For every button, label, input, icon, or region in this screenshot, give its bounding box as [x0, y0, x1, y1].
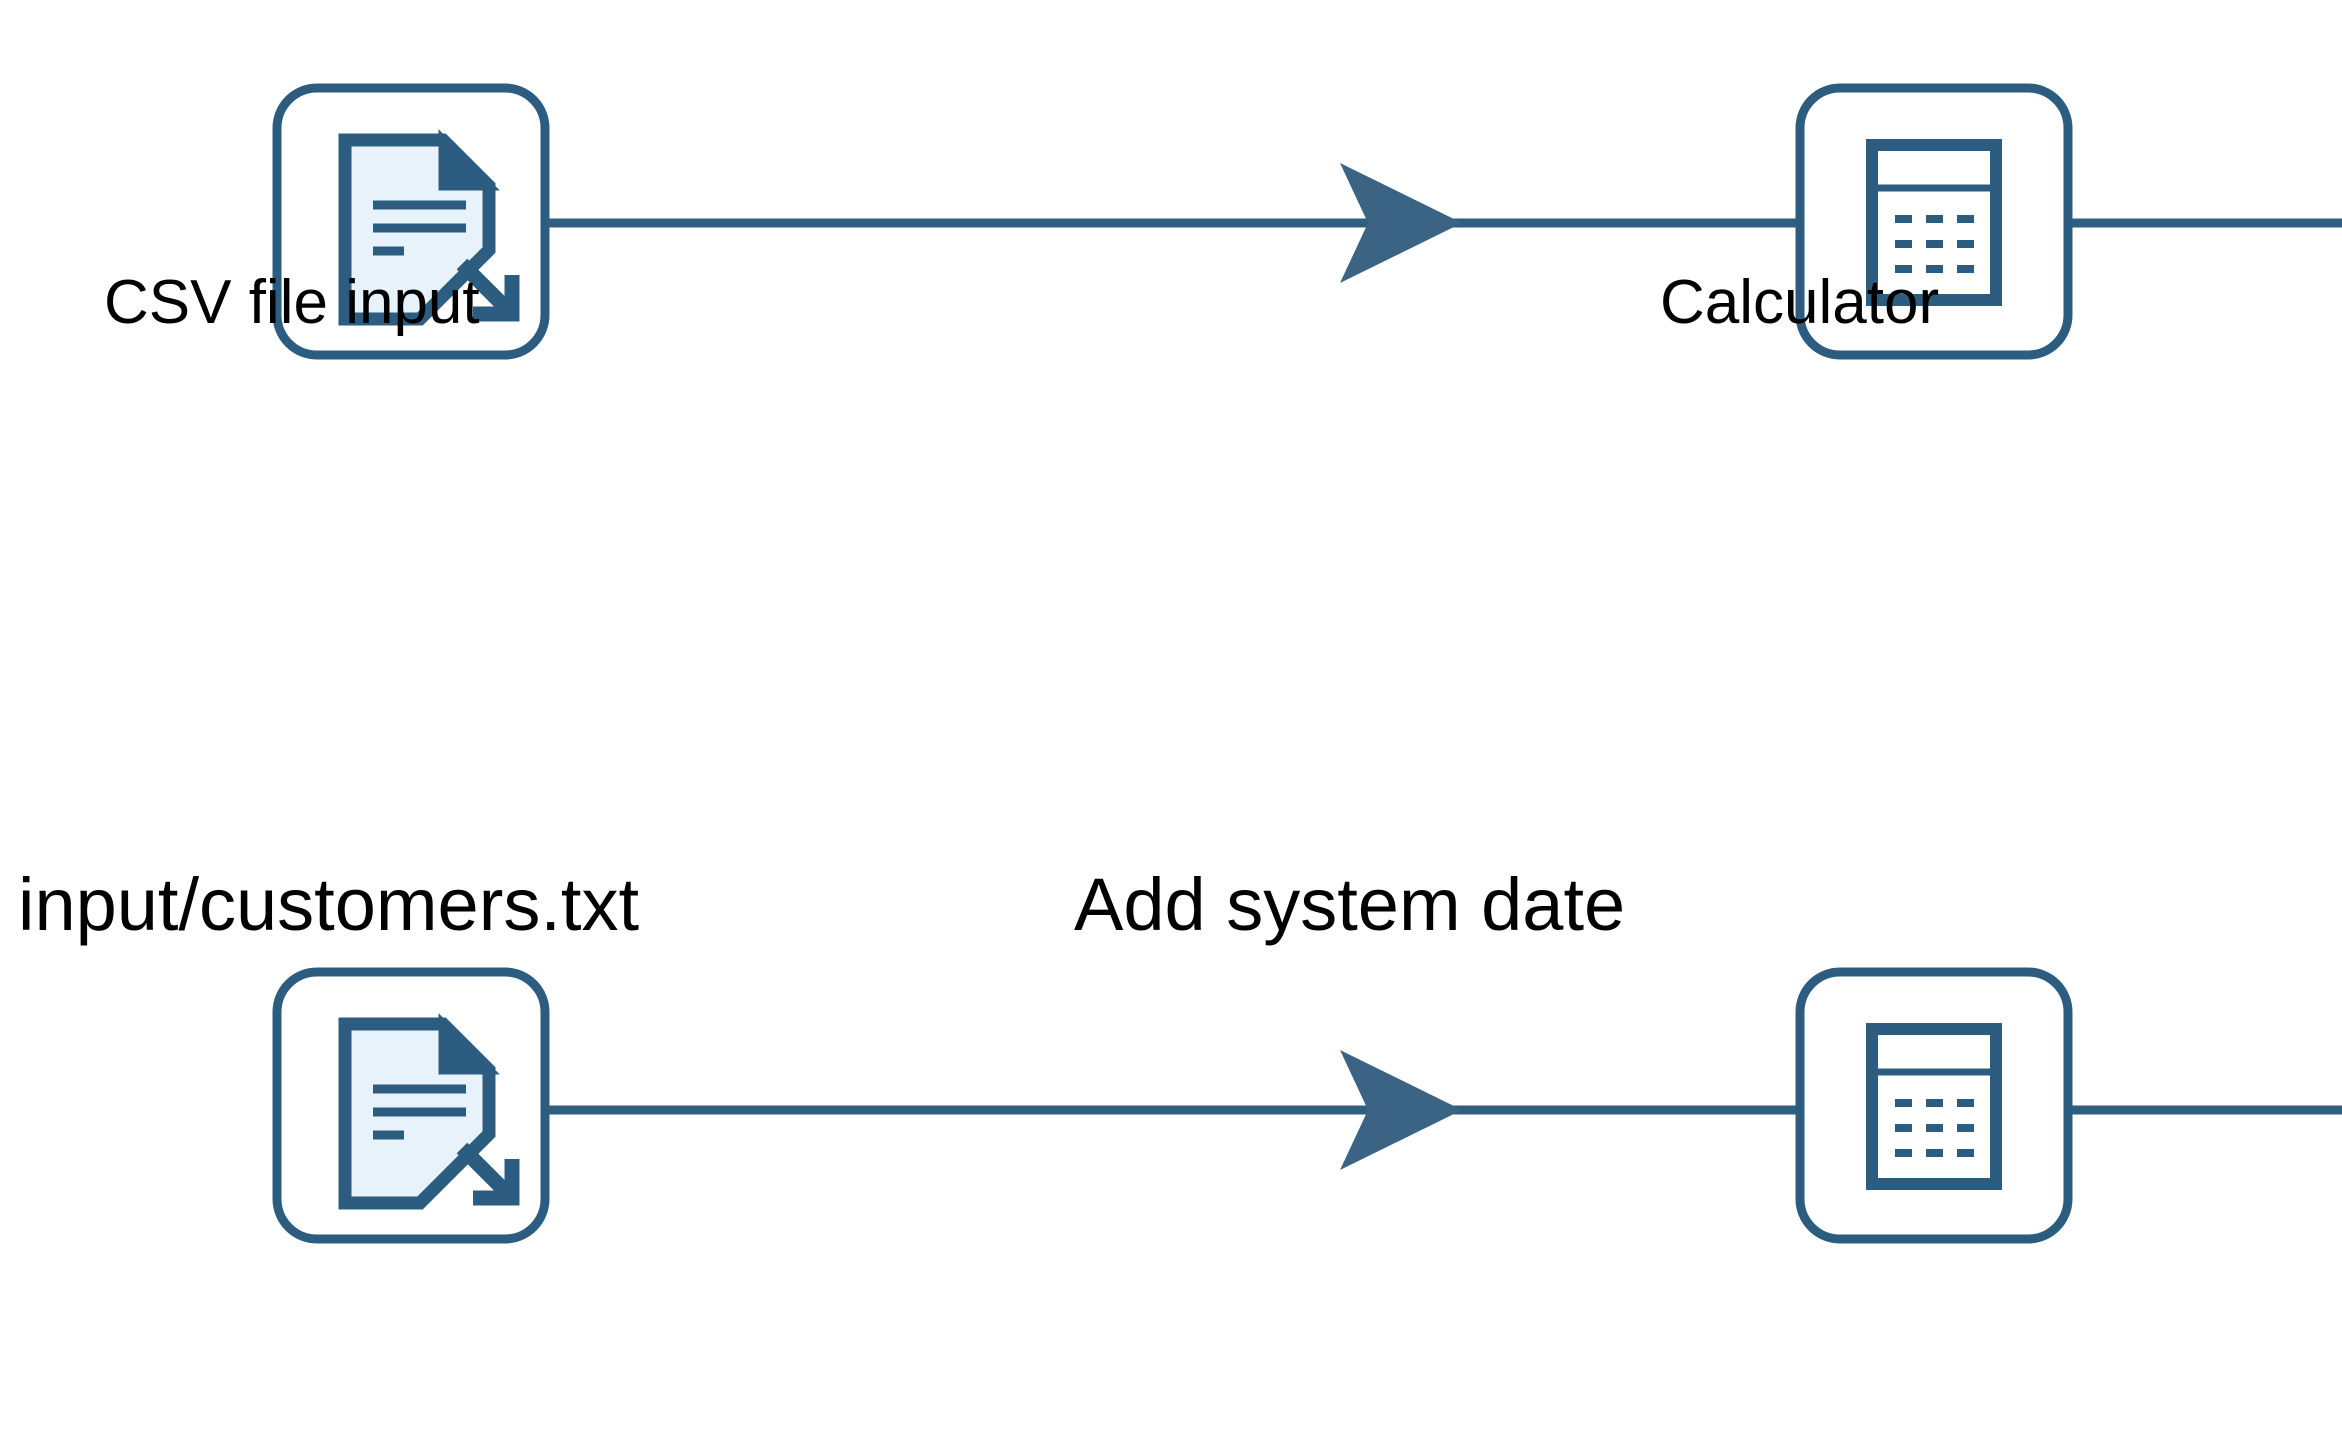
- node-label-csv-file-input: CSV file input: [104, 268, 480, 337]
- document-export-icon: [338, 129, 520, 326]
- node-input-customers-txt[interactable]: [272, 967, 550, 1244]
- node-label-input-customers-txt: input/customers.txt: [18, 863, 640, 946]
- node-label-add-system-date: Add system date: [1074, 863, 1626, 946]
- connector-customers-to-adddate[interactable]: [545, 1050, 1800, 1170]
- node-add-system-date[interactable]: [1795, 967, 2073, 1244]
- node-label-calculator: Calculator: [1660, 268, 1940, 337]
- node-csv-file-input[interactable]: [272, 83, 550, 360]
- barbed-arrow-icon: [1340, 1050, 1462, 1170]
- barbed-arrow-icon: [1340, 163, 1462, 283]
- document-export-icon: [338, 1013, 520, 1210]
- node-calculator[interactable]: [1795, 83, 2073, 360]
- calculator-icon: [1866, 1023, 2002, 1190]
- calculator-icon: [1866, 139, 2002, 306]
- connector-csv-to-calculator[interactable]: [545, 163, 1800, 283]
